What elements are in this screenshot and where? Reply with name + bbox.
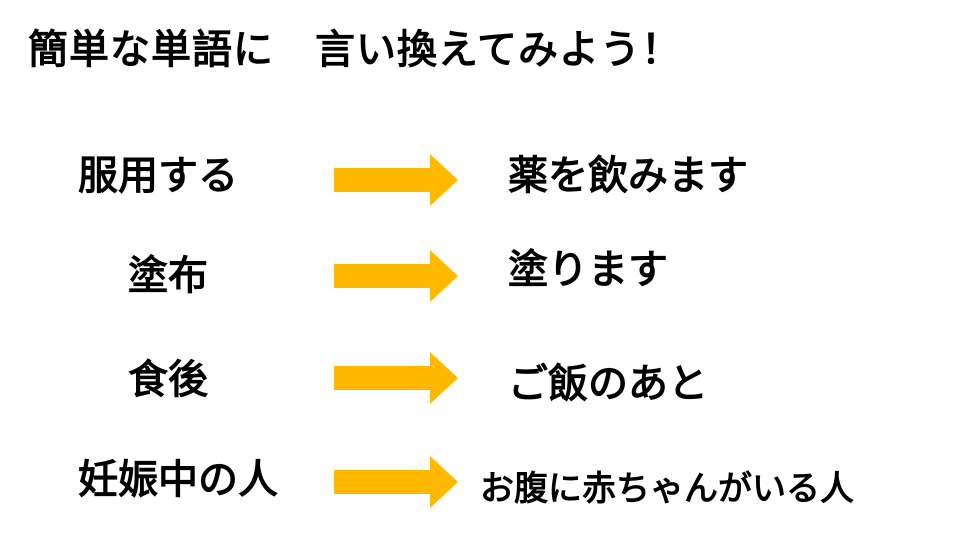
- plain-term: ご飯のあと: [508, 361, 708, 407]
- right-arrow-icon: [334, 456, 458, 508]
- difficult-term: 服用する: [78, 153, 238, 199]
- list-item: 妊娠中の人 お腹に赤ちゃんがいる人: [0, 440, 971, 520]
- list-item: 服用する 薬を飲みます: [0, 140, 971, 220]
- list-item: 食後 ご飯のあと: [0, 338, 971, 418]
- list-item: 塗布 塗ります: [0, 234, 971, 314]
- plain-term: お腹に赤ちゃんがいる人: [480, 469, 854, 509]
- right-arrow-icon: [334, 250, 458, 302]
- right-arrow-icon: [334, 352, 458, 404]
- difficult-term: 食後: [128, 357, 208, 403]
- plain-term: 塗ります: [508, 247, 668, 293]
- page-title: 簡単な単語に 言い換えてみよう！: [28, 27, 682, 73]
- difficult-term: 塗布: [128, 253, 208, 299]
- right-arrow-icon: [334, 154, 458, 206]
- difficult-term: 妊娠中の人: [78, 457, 278, 503]
- plain-term: 薬を飲みます: [508, 153, 748, 199]
